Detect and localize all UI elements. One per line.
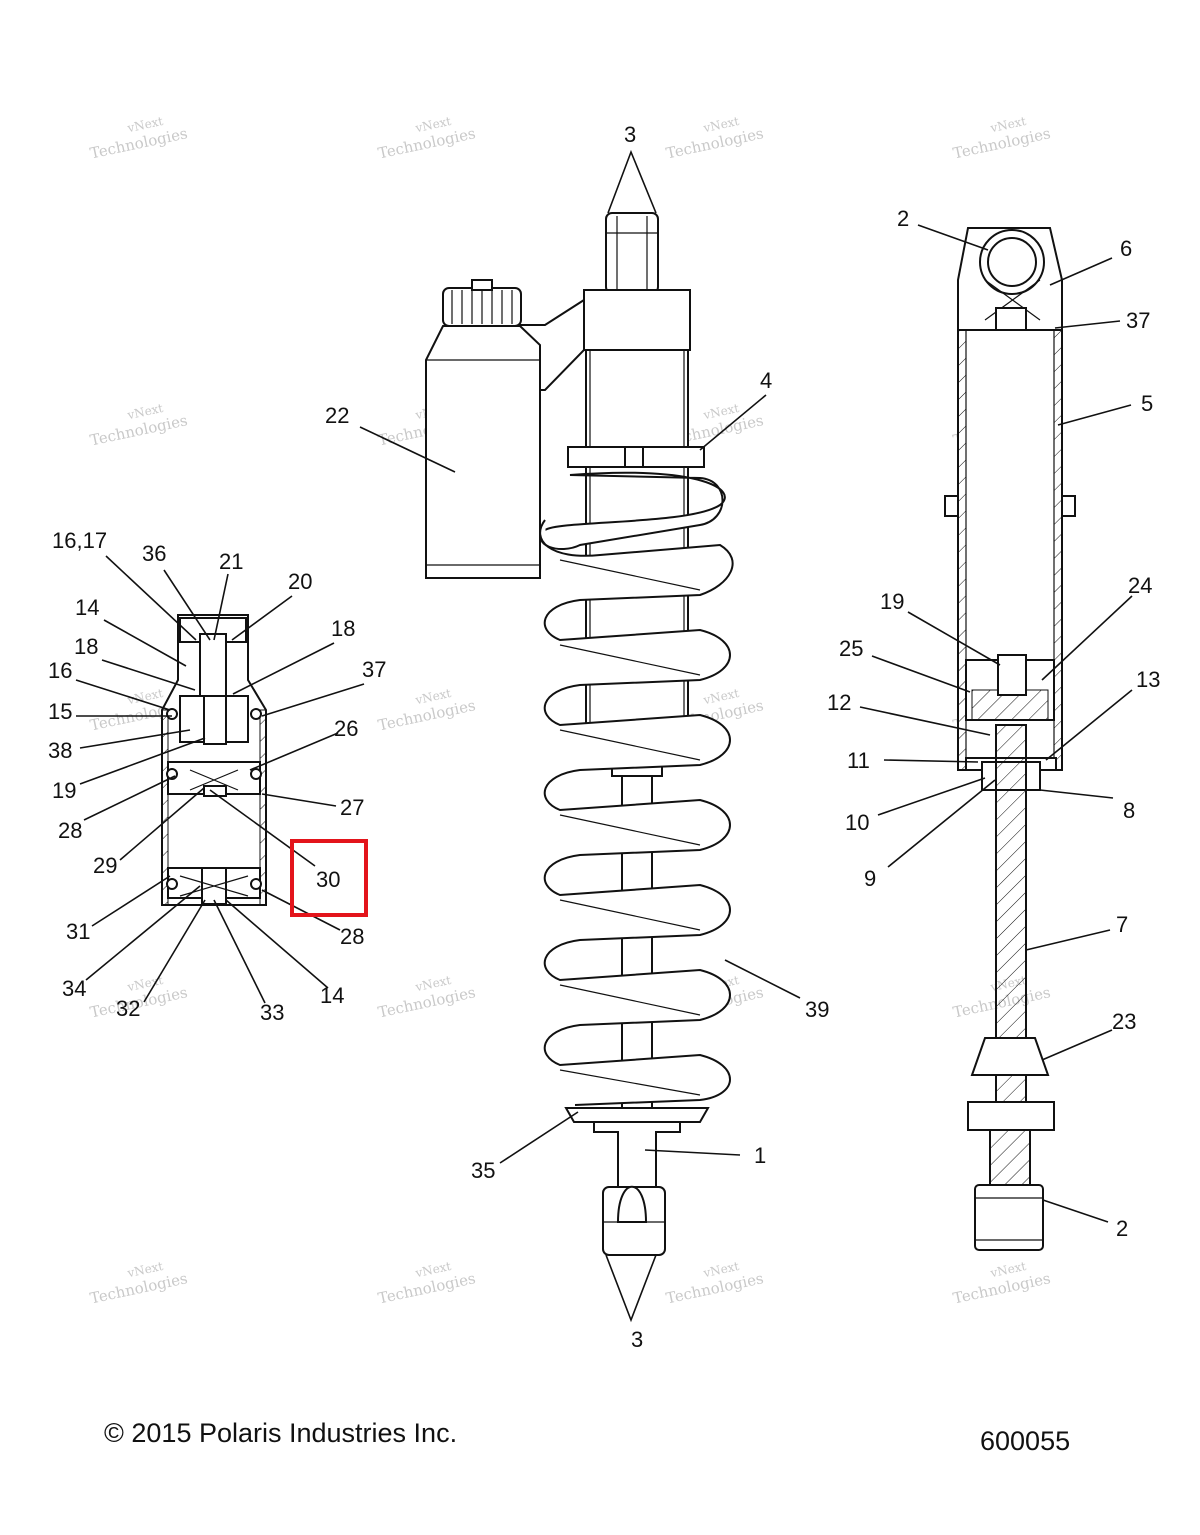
callout-37-right: 37 — [1126, 308, 1150, 333]
callout-14-upper: 14 — [75, 595, 99, 620]
callout-31: 31 — [66, 919, 90, 944]
callout-27: 27 — [340, 795, 364, 820]
callout-9: 9 — [864, 866, 876, 891]
callout-3-bottom: 3 — [631, 1327, 643, 1352]
callout-labels: 3 4 22 39 35 1 3 2 6 37 5 19 24 25 12 13… — [48, 122, 1160, 1352]
callout-21: 21 — [219, 549, 243, 574]
callout-18-left: 18 — [74, 634, 98, 659]
callout-23: 23 — [1112, 1009, 1136, 1034]
callout-1: 1 — [754, 1143, 766, 1168]
copyright-text: © 2015 Polaris Industries Inc. — [104, 1418, 458, 1448]
callout-7: 7 — [1116, 912, 1128, 937]
callout-28-lower: 28 — [340, 924, 364, 949]
callout-8: 8 — [1123, 798, 1135, 823]
callout-12: 12 — [827, 690, 851, 715]
callout-28-upper: 28 — [58, 818, 82, 843]
callout-3-top: 3 — [624, 122, 636, 147]
callout-24: 24 — [1128, 573, 1152, 598]
leader-lines — [75, 149, 1133, 1323]
callout-5: 5 — [1141, 391, 1153, 416]
callout-4: 4 — [760, 368, 772, 393]
callout-30-highlight-box — [290, 839, 368, 917]
callout-15: 15 — [48, 699, 72, 724]
callout-37-left: 37 — [362, 657, 386, 682]
callout-14-lower: 14 — [320, 983, 344, 1008]
callout-6: 6 — [1120, 236, 1132, 261]
callout-2-top: 2 — [897, 206, 909, 231]
callout-38: 38 — [48, 738, 72, 763]
callout-34: 34 — [62, 976, 86, 1001]
callout-32: 32 — [116, 996, 140, 1021]
reservoir-section-view — [161, 614, 267, 906]
callout-19-left: 19 — [52, 778, 76, 803]
callout-11: 11 — [847, 748, 870, 773]
callout-33: 33 — [260, 1000, 284, 1025]
callout-13: 13 — [1136, 667, 1160, 692]
drawing-number: 600055 — [980, 1426, 1071, 1456]
callout-35: 35 — [471, 1158, 495, 1183]
callout-39: 39 — [805, 997, 829, 1022]
section-view-assembly — [944, 227, 1076, 1251]
callout-36: 36 — [142, 541, 166, 566]
callout-16: 16 — [48, 658, 72, 683]
callout-2-bottom: 2 — [1116, 1216, 1128, 1241]
main-shock-assembly — [425, 212, 734, 1256]
callout-19-right: 19 — [880, 589, 904, 614]
callout-26: 26 — [334, 716, 358, 741]
callout-25: 25 — [839, 636, 863, 661]
callout-20: 20 — [288, 569, 312, 594]
callout-30: 30 — [316, 867, 340, 892]
coil-spring — [539, 471, 734, 1106]
callout-10: 10 — [845, 810, 869, 835]
callout-16-17: 16,17 — [52, 528, 107, 553]
callout-22: 22 — [325, 403, 349, 428]
callout-29: 29 — [93, 853, 117, 878]
callout-18-right: 18 — [331, 616, 355, 641]
